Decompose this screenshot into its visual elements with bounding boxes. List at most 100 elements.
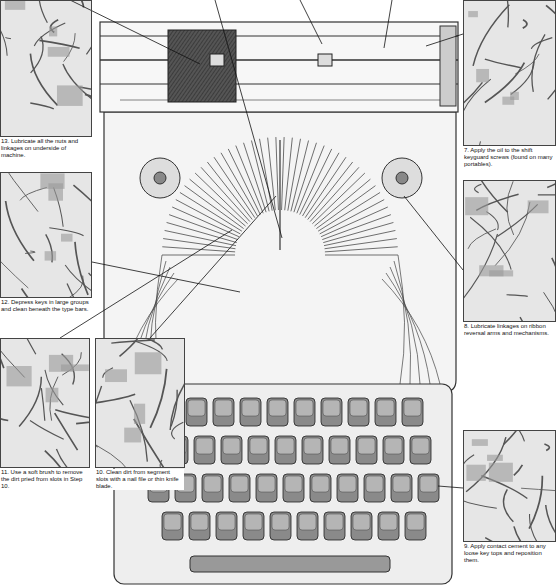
sketch-shade	[468, 11, 478, 17]
type-bar	[228, 149, 260, 215]
step-caption: 8. Lubricate linkages on ribbon reversal…	[464, 323, 555, 337]
step-picture	[95, 338, 185, 468]
type-bar	[221, 153, 258, 216]
sketch-stroke	[96, 445, 133, 468]
sketch-stroke	[507, 295, 528, 297]
sketch-stroke	[30, 420, 64, 439]
key	[186, 398, 207, 426]
key-top	[218, 514, 235, 530]
key	[229, 474, 250, 502]
sketch-stroke	[547, 180, 556, 187]
sketch-stroke	[503, 0, 509, 27]
type-bar	[318, 192, 380, 231]
key	[270, 512, 291, 540]
sketch-stroke	[5, 37, 11, 38]
key-stem	[194, 436, 215, 464]
key-top	[366, 476, 383, 492]
key-top	[245, 514, 262, 530]
type-bar	[165, 230, 236, 245]
step-panel: 7. Apply the oil to the shift keyguard s…	[463, 0, 556, 146]
type-bar	[167, 222, 237, 242]
sketch-stroke	[530, 514, 547, 542]
key-stem	[270, 512, 291, 540]
sketch-shade	[466, 465, 485, 481]
key	[324, 512, 345, 540]
key	[267, 398, 288, 426]
key-top	[223, 438, 240, 454]
key-top	[353, 514, 370, 530]
sketch-stroke	[503, 489, 513, 521]
key-top	[215, 400, 232, 416]
sketch-shade	[502, 97, 514, 105]
type-bar	[305, 157, 346, 218]
key-stem	[162, 512, 183, 540]
key-top	[191, 514, 208, 530]
key-top	[188, 400, 205, 416]
key-top	[269, 400, 286, 416]
sketch-stroke	[544, 444, 549, 451]
type-bar	[323, 222, 393, 242]
ribbon-spool-hub	[154, 172, 166, 184]
sketch-stroke	[134, 419, 170, 468]
platen-roller	[168, 30, 236, 102]
type-bar	[251, 141, 269, 212]
sketch-shade	[105, 369, 127, 382]
key-stem	[348, 398, 369, 426]
key	[356, 436, 377, 464]
step-picture	[463, 0, 556, 146]
type-bar	[308, 162, 353, 220]
sketch-stroke	[95, 386, 101, 404]
key-stem	[324, 512, 345, 540]
sketch-stroke	[463, 79, 491, 112]
key-stem	[297, 512, 318, 540]
type-bar	[163, 239, 235, 249]
type-bar	[398, 255, 405, 384]
carriage-end	[440, 26, 456, 106]
type-bar	[294, 143, 317, 212]
sketch-shade	[528, 200, 549, 213]
key	[378, 512, 399, 540]
carriage	[100, 22, 458, 112]
ribbon-spool-hub	[396, 172, 408, 184]
key	[405, 512, 426, 540]
leader-line	[404, 196, 463, 270]
key	[402, 398, 423, 426]
type-bar	[260, 139, 273, 211]
key	[162, 512, 183, 540]
key-top	[250, 438, 267, 454]
leader-line	[92, 262, 240, 292]
sketch-stroke	[514, 526, 553, 542]
key	[194, 436, 215, 464]
sketch-stroke	[521, 488, 556, 490]
sketch-stroke	[504, 430, 535, 445]
key-stem	[189, 512, 210, 540]
key-stem	[302, 436, 323, 464]
picture-background	[0, 172, 92, 298]
key-top	[380, 514, 397, 530]
key	[348, 398, 369, 426]
sketch-stroke	[111, 340, 154, 343]
sketch-shade	[48, 183, 63, 200]
step-picture	[463, 430, 556, 542]
sketch-stroke	[548, 30, 556, 99]
type-bar	[316, 186, 375, 229]
ribbon-spool	[382, 158, 422, 198]
sketch-stroke	[531, 38, 552, 49]
step-picture	[0, 0, 92, 137]
key-stem	[275, 436, 296, 464]
sketch-shade	[465, 197, 488, 215]
sketch-stroke	[529, 476, 542, 529]
key	[310, 474, 331, 502]
leader-line	[215, 0, 282, 238]
sketch-shade	[479, 265, 503, 276]
key-stem	[294, 398, 315, 426]
sketch-stroke	[485, 59, 521, 68]
type-bar	[303, 153, 340, 216]
key-stem	[356, 436, 377, 464]
key-top	[204, 476, 221, 492]
sketch-stroke	[45, 370, 63, 405]
leader-lines	[60, 0, 463, 488]
key-top	[258, 476, 275, 492]
sketch-stroke	[65, 265, 92, 298]
